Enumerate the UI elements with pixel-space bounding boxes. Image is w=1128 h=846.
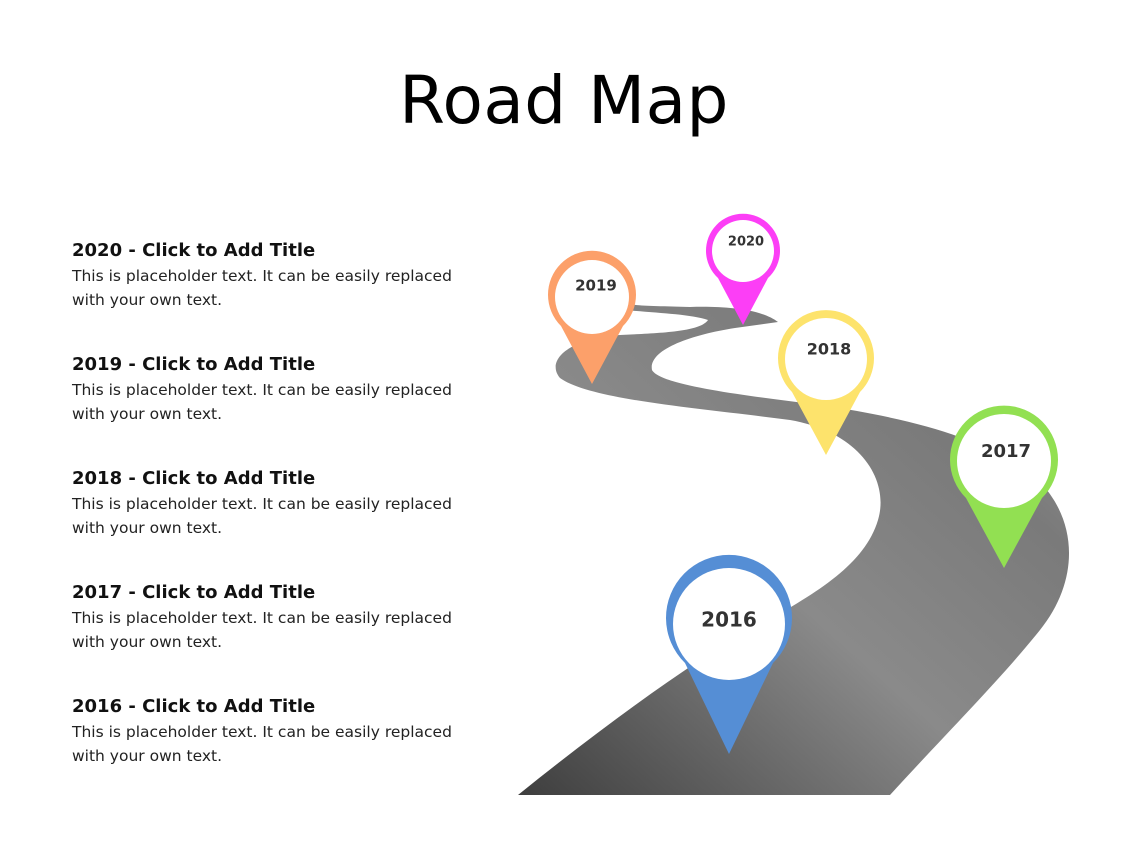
milestone-title: 2018 - Click to Add Title [72,468,316,489]
page-title: Road Map [399,62,729,139]
road-shape [518,304,1070,795]
pin-2019[interactable]: 2019 [548,250,637,384]
milestone-title: 2020 - Click to Add Title [72,240,316,261]
pin-2020[interactable]: 2020 [706,213,780,325]
pin-2019-inner [555,260,629,334]
milestone-list: 2020 - Click to Add Title This is placeh… [72,238,472,808]
pin-2018-inner [785,318,867,400]
pin-2018[interactable]: 2018 [778,310,875,455]
milestone-item[interactable]: 2018 - Click to Add Title This is placeh… [72,466,472,580]
pin-2019-label: 2019 [575,277,617,295]
milestone-item[interactable]: 2017 - Click to Add Title This is placeh… [72,580,472,694]
milestone-title: 2017 - Click to Add Title [72,582,316,603]
pin-2017[interactable]: 2017 [950,405,1059,568]
pin-2020-inner [712,220,774,282]
milestone-description: This is placeholder text. It can be easi… [72,609,452,651]
pin-2018-label: 2018 [807,340,852,359]
pin-2016-inner [673,568,785,680]
pin-2020-label: 2020 [728,235,764,250]
milestone-item[interactable]: 2016 - Click to Add Title This is placeh… [72,694,472,808]
pin-2016[interactable]: 2016 [666,554,793,754]
milestone-item[interactable]: 2020 - Click to Add Title This is placeh… [72,238,472,352]
milestone-title: 2016 - Click to Add Title [72,696,316,717]
milestone-item[interactable]: 2019 - Click to Add Title This is placeh… [72,352,472,466]
pin-2017-inner [957,414,1051,508]
milestone-description: This is placeholder text. It can be easi… [72,723,452,765]
pin-2016-label: 2016 [701,608,757,632]
milestone-description: This is placeholder text. It can be easi… [72,495,452,537]
milestone-description: This is placeholder text. It can be easi… [72,267,452,309]
milestone-title: 2019 - Click to Add Title [72,354,316,375]
milestone-description: This is placeholder text. It can be easi… [72,381,452,423]
pin-2017-label: 2017 [981,441,1031,462]
